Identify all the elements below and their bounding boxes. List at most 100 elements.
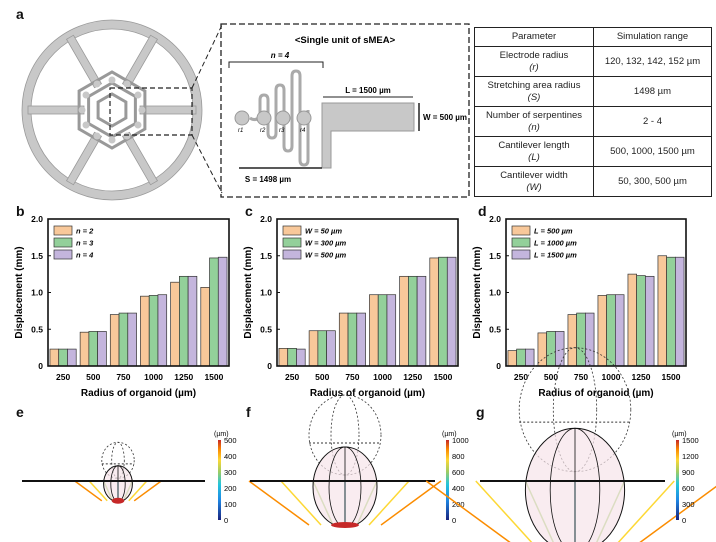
- y-tick-label: 2.0: [489, 214, 501, 224]
- electrode: [82, 121, 90, 129]
- param-symbol: (n): [528, 121, 540, 133]
- x-tick-label: 1000: [373, 372, 392, 382]
- bar: [429, 257, 439, 367]
- legend-swatch: [53, 225, 73, 236]
- bar: [79, 331, 90, 367]
- y-tick-label: 1.5: [260, 251, 272, 261]
- bar: [666, 256, 676, 367]
- electrode: [138, 106, 146, 114]
- deformed-cantilever: [617, 480, 675, 542]
- colorbar-tick-label: 1200: [682, 452, 699, 461]
- y-tick-label: 0: [267, 361, 272, 371]
- bar: [377, 294, 388, 367]
- bar: [657, 255, 668, 367]
- colorbar: [676, 440, 679, 520]
- colorbar-tick-label: 0: [452, 516, 456, 525]
- bar: [674, 256, 685, 367]
- bar: [546, 331, 556, 367]
- electrode: [134, 91, 142, 99]
- bar: [118, 312, 129, 367]
- bar: [97, 331, 107, 367]
- param-symbol: (S): [527, 91, 541, 103]
- x-axis-label: Radius of organoid (µm): [81, 388, 196, 399]
- max-displacement-region: [111, 497, 125, 504]
- n-label: n = 4: [271, 51, 290, 60]
- bar: [356, 312, 366, 367]
- table-row: Number of serpentines(n)2 - 4: [474, 106, 713, 137]
- r2-label: r2: [260, 128, 266, 134]
- colorbar-tick-label: 100: [224, 500, 237, 509]
- bar: [416, 275, 427, 367]
- x-tick-label: 750: [574, 372, 588, 382]
- bar: [217, 256, 228, 367]
- x-axis-label: Radius of organoid (µm): [310, 388, 425, 399]
- legend-label: n = 3: [76, 239, 94, 248]
- param-range: 50, 300, 500 µm: [592, 166, 713, 197]
- bar: [287, 348, 297, 367]
- r1-label: r1: [238, 128, 243, 134]
- colorbar-tick-label: 800: [452, 452, 465, 461]
- bar: [179, 275, 189, 367]
- bar: [399, 275, 409, 367]
- legend-label: n = 2: [76, 227, 94, 236]
- bar: [148, 295, 159, 367]
- legend-label: W = 500 µm: [305, 251, 347, 260]
- bar: [446, 256, 457, 367]
- max-displacement-region: [331, 522, 359, 528]
- y-axis-label: Displacement (mm): [472, 246, 483, 338]
- colorbar: [218, 440, 221, 520]
- x-tick-label: 1250: [174, 372, 193, 382]
- param-name: Cantilever length: [498, 139, 570, 151]
- deformed-cantilever: [248, 480, 310, 526]
- bar: [597, 295, 608, 367]
- bar: [369, 294, 379, 367]
- x-tick-label: 1000: [602, 372, 621, 382]
- x-tick-label: 500: [86, 372, 100, 382]
- electrode: [78, 106, 86, 114]
- bar: [338, 312, 349, 367]
- bar: [88, 331, 98, 367]
- table-row: Stretching area radius(S)1498 µm: [474, 76, 713, 107]
- x-tick-label: 250: [514, 372, 528, 382]
- colorbar-tick-label: 300: [224, 468, 237, 477]
- bar: [296, 348, 306, 367]
- panel-label-b: b: [16, 203, 25, 219]
- bar: [614, 294, 625, 367]
- x-tick-label: 750: [116, 372, 130, 382]
- bar: [209, 257, 219, 367]
- bar: [636, 275, 646, 367]
- bar: [554, 331, 565, 367]
- legend-swatch: [282, 249, 302, 260]
- colorbar-tick-label: 600: [452, 468, 465, 477]
- single-unit-box: [220, 23, 470, 198]
- bar: [200, 287, 210, 367]
- param-name: Number of serpentines: [485, 109, 583, 121]
- bar: [347, 312, 358, 367]
- y-tick-label: 1.5: [489, 251, 501, 261]
- param-symbol: (r): [529, 61, 539, 73]
- y-tick-label: 0.5: [31, 324, 43, 334]
- simulation-panel-f: (µm)10008006004002000: [248, 394, 469, 528]
- y-tick-label: 1.5: [31, 251, 43, 261]
- colorbar-unit: (µm): [672, 431, 687, 438]
- colorbar-tick-label: 400: [224, 452, 237, 461]
- electrode: [93, 80, 101, 88]
- deformed-cantilever: [88, 480, 108, 502]
- legend-label: W = 50 µm: [305, 227, 342, 236]
- y-axis-label: Displacement (mm): [14, 246, 25, 338]
- bar: [67, 348, 77, 367]
- legend-label: L = 500 µm: [534, 227, 573, 236]
- r3-label: r3: [279, 128, 285, 134]
- legend-swatch: [511, 225, 531, 236]
- bar: [140, 295, 150, 367]
- legend-swatch: [53, 237, 73, 248]
- y-tick-label: 0: [496, 361, 501, 371]
- undeformed-organoid-outline: [308, 394, 382, 476]
- y-tick-label: 1.0: [260, 288, 272, 298]
- electrode: [123, 80, 131, 88]
